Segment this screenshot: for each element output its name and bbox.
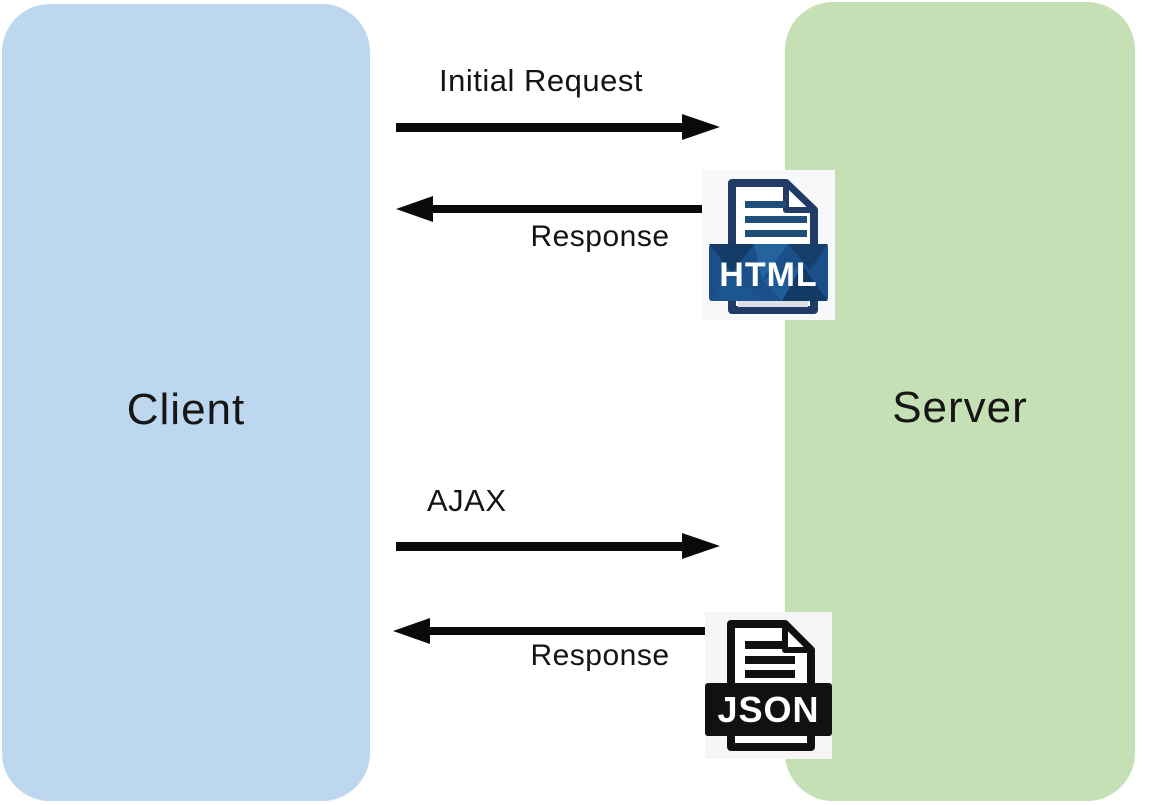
response-json-arrowhead-icon — [393, 618, 430, 644]
response-html-arrow-shaft — [430, 205, 708, 213]
initial-request-arrowhead-icon — [682, 114, 720, 140]
server-box: Server — [785, 2, 1135, 801]
response-html-label: Response — [530, 220, 670, 253]
json-banner-text: JSON — [717, 689, 819, 730]
json-banner: JSON — [705, 683, 832, 736]
client-label: Client — [126, 385, 246, 434]
client-box: Client — [2, 4, 370, 801]
response-json-arrow-shaft — [427, 627, 705, 635]
ajax-request-arrowhead-icon — [682, 533, 720, 559]
html-banner-text: HTML — [719, 256, 817, 294]
response-json-label: Response — [530, 639, 670, 672]
response-html-arrowhead-icon — [396, 196, 433, 222]
initial-request-arrow-shaft — [396, 123, 684, 132]
html-banner: HTML — [709, 244, 828, 301]
html-file-icon: HTML — [702, 170, 835, 320]
json-file-icon: JSON — [705, 612, 832, 759]
server-label: Server — [892, 383, 1028, 432]
ajax-request-label: AJAX — [427, 483, 507, 518]
initial-request-label: Initial Request — [439, 63, 643, 98]
ajax-request-arrow-shaft — [396, 542, 684, 551]
